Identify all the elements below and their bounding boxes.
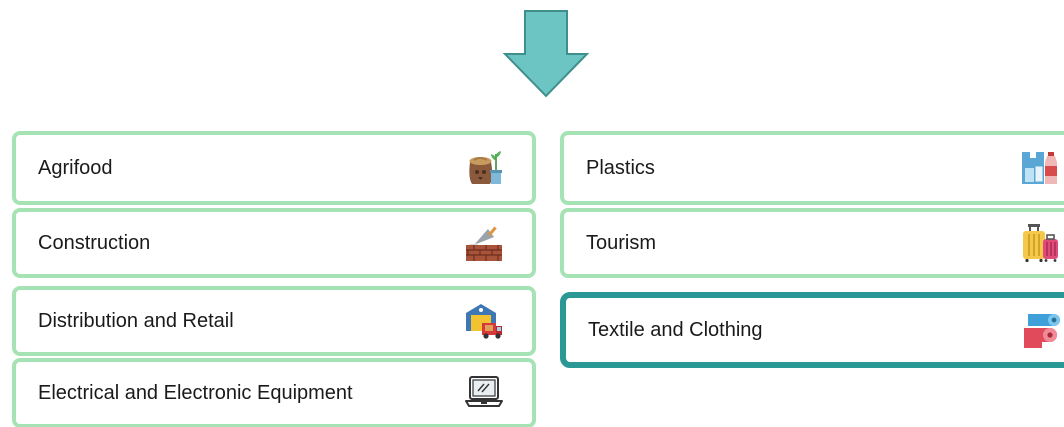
- sector-tourism[interactable]: Tourism: [560, 208, 1064, 278]
- fabric-roll-icon: [1022, 310, 1062, 350]
- sector-agrifood[interactable]: Agrifood: [12, 131, 536, 205]
- down-arrow-icon: [503, 10, 589, 98]
- brick-trowel-icon: [464, 223, 504, 263]
- sector-construction[interactable]: Construction: [12, 208, 536, 278]
- sector-label: Distribution and Retail: [38, 309, 234, 332]
- sector-label: Textile and Clothing: [588, 318, 763, 341]
- sector-label: Tourism: [586, 231, 657, 254]
- sector-textile-and-clothing[interactable]: Textile and Clothing: [560, 292, 1064, 368]
- sector-label: Electrical and Electronic Equipment: [38, 381, 353, 404]
- luggage-icon: [1020, 223, 1060, 263]
- sector-label: Agrifood: [38, 156, 113, 179]
- sector-label: Construction: [38, 231, 151, 254]
- sector-electrical-and-electronic-equipment[interactable]: Electrical and Electronic Equipment: [12, 358, 536, 427]
- sector-plastics[interactable]: Plastics: [560, 131, 1064, 205]
- sector-label: Plastics: [586, 156, 655, 179]
- sector-distribution-and-retail[interactable]: Distribution and Retail: [12, 286, 536, 356]
- laptop-icon: [464, 373, 504, 413]
- plastic-bottles-icon: [1020, 148, 1060, 188]
- warehouse-truck-icon: [464, 301, 504, 341]
- sack-plant-icon: [464, 148, 504, 188]
